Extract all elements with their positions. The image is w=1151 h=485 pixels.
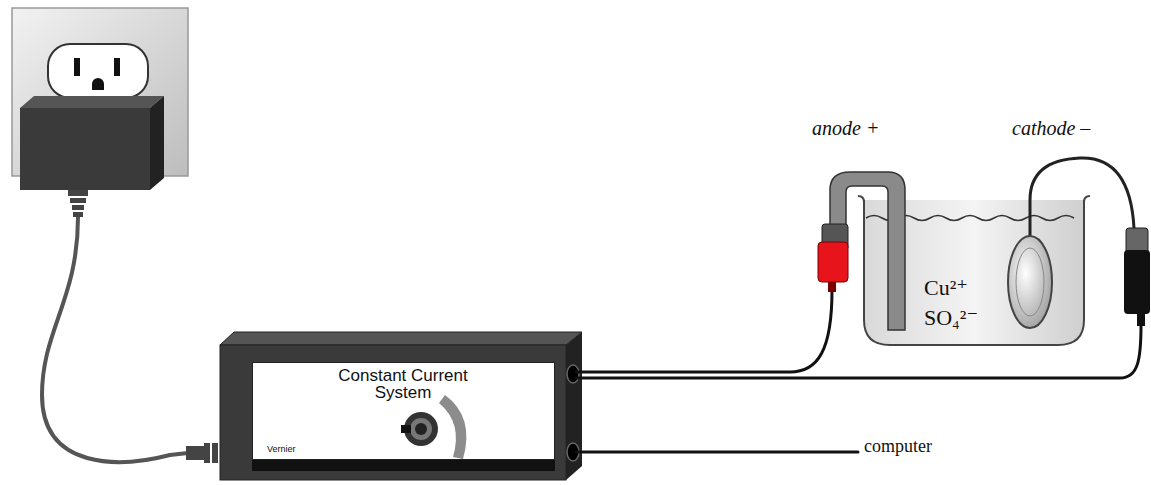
ion-formula: Cu²⁺ [924,276,1000,300]
device-title: Constant Current System [313,367,493,401]
electrode-label: cathode – [1012,116,1090,140]
brand-name: Vernier [267,445,327,454]
cathode-electrode [1008,158,1150,328]
power-adapter [20,96,218,463]
anode-electrode [818,172,905,330]
solution-region: Cu²⁺ SO₄²⁻ [864,218,1004,344]
device-panel: Constant Current SystemVernier [252,362,555,460]
constant-current-box [220,332,582,480]
ion-formula: SO₄²⁻ [924,306,1000,330]
electrode-label: anode + [812,116,879,140]
connection-label: computer [864,436,932,458]
